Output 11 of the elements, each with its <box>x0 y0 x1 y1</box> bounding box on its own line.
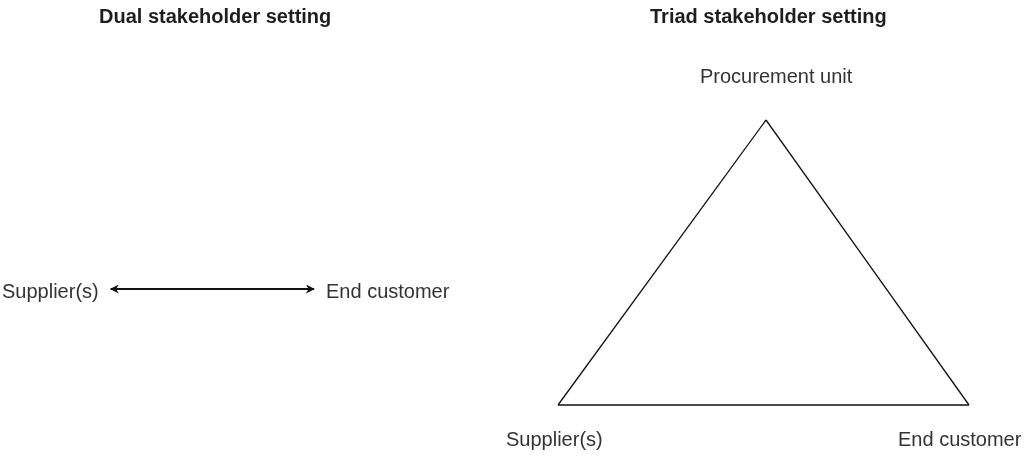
connector-line <box>557 119 767 406</box>
connector-line <box>765 119 970 406</box>
stakeholder-label: Supplier(s) <box>506 426 603 452</box>
section-title: Dual stakeholder setting <box>99 4 332 29</box>
stakeholder-label: Supplier(s) <box>2 278 99 304</box>
stakeholder-label: Procurement unit <box>700 63 853 89</box>
double-arrow <box>109 284 315 294</box>
stakeholder-label: End customer <box>898 426 1022 452</box>
stakeholder-label: End customer <box>326 278 450 304</box>
section-title: Triad stakeholder setting <box>650 4 887 29</box>
connector-line <box>557 404 970 406</box>
